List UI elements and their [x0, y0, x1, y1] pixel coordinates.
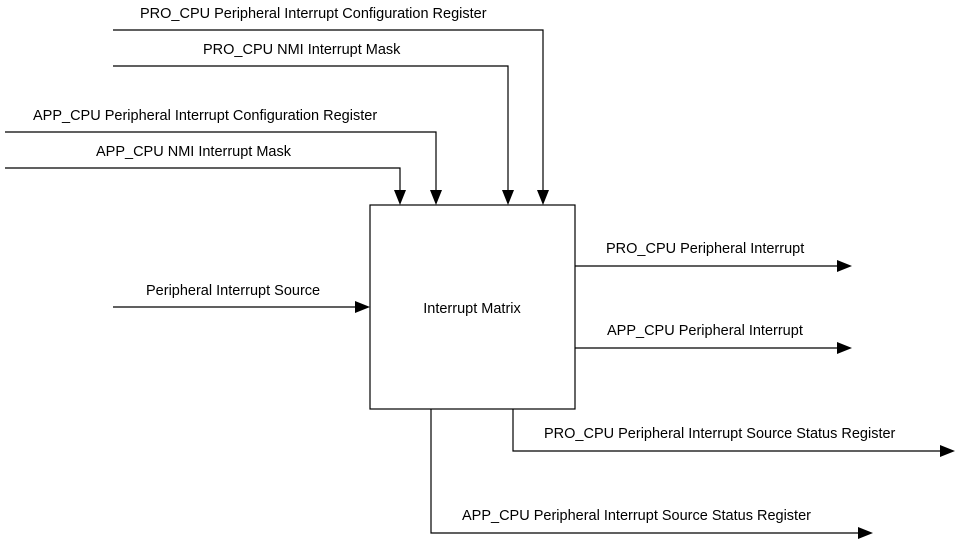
pro-cpu-source-status-register-arrow-icon — [940, 445, 955, 457]
pro-cpu-config-register-wire — [113, 29, 544, 192]
app-cpu-nmi-mask-arrow-icon — [394, 190, 406, 205]
app-cpu-peripheral-interrupt-label: APP_CPU Peripheral Interrupt — [607, 323, 803, 339]
app-cpu-source-status-register-arrow-icon — [858, 527, 873, 539]
pro-cpu-config-register-arrow-icon — [537, 190, 549, 205]
app-cpu-nmi-mask-input: APP_CPU NMI Interrupt Mask — [5, 144, 406, 205]
pro-cpu-source-status-register-label: PRO_CPU Peripheral Interrupt Source Stat… — [544, 426, 896, 442]
pro-cpu-source-status-register-output: PRO_CPU Peripheral Interrupt Source Stat… — [512, 409, 955, 457]
interrupt-matrix-label: Interrupt Matrix — [423, 301, 521, 317]
pro-cpu-peripheral-interrupt-arrow-icon — [837, 260, 852, 272]
peripheral-interrupt-source-label: Peripheral Interrupt Source — [146, 283, 320, 299]
pro-cpu-nmi-mask-wire — [113, 65, 509, 192]
pro-cpu-nmi-mask-input: PRO_CPU NMI Interrupt Mask — [113, 42, 514, 205]
pro-cpu-nmi-mask-label: PRO_CPU NMI Interrupt Mask — [203, 42, 401, 58]
pro-cpu-config-register-label: PRO_CPU Peripheral Interrupt Configurati… — [140, 6, 487, 22]
app-cpu-peripheral-interrupt-output: APP_CPU Peripheral Interrupt — [575, 323, 852, 354]
app-cpu-source-status-register-output: APP_CPU Peripheral Interrupt Source Stat… — [430, 409, 873, 539]
app-cpu-source-status-register-wire — [430, 409, 860, 534]
app-cpu-nmi-mask-wire — [5, 167, 401, 192]
app-cpu-config-register-arrow-icon — [430, 190, 442, 205]
interrupt-matrix-block: Interrupt Matrix — [369, 204, 576, 410]
app-cpu-config-register-label: APP_CPU Peripheral Interrupt Configurati… — [33, 108, 377, 124]
pro-cpu-peripheral-interrupt-label: PRO_CPU Peripheral Interrupt — [606, 241, 804, 257]
pro-cpu-peripheral-interrupt-output: PRO_CPU Peripheral Interrupt — [575, 241, 852, 272]
app-cpu-config-register-input: APP_CPU Peripheral Interrupt Configurati… — [5, 108, 442, 205]
pro-cpu-source-status-register-wire — [512, 409, 942, 452]
app-cpu-config-register-wire — [5, 131, 437, 192]
peripheral-interrupt-source-arrow-icon — [355, 301, 370, 313]
peripheral-interrupt-source-input: Peripheral Interrupt Source — [113, 283, 370, 313]
pro-cpu-nmi-mask-arrow-icon — [502, 190, 514, 205]
app-cpu-peripheral-interrupt-arrow-icon — [837, 342, 852, 354]
app-cpu-nmi-mask-label: APP_CPU NMI Interrupt Mask — [96, 144, 292, 160]
interrupt-matrix-box — [369, 204, 576, 410]
pro-cpu-config-register-input: PRO_CPU Peripheral Interrupt Configurati… — [113, 6, 549, 205]
app-cpu-source-status-register-label: APP_CPU Peripheral Interrupt Source Stat… — [462, 508, 811, 524]
